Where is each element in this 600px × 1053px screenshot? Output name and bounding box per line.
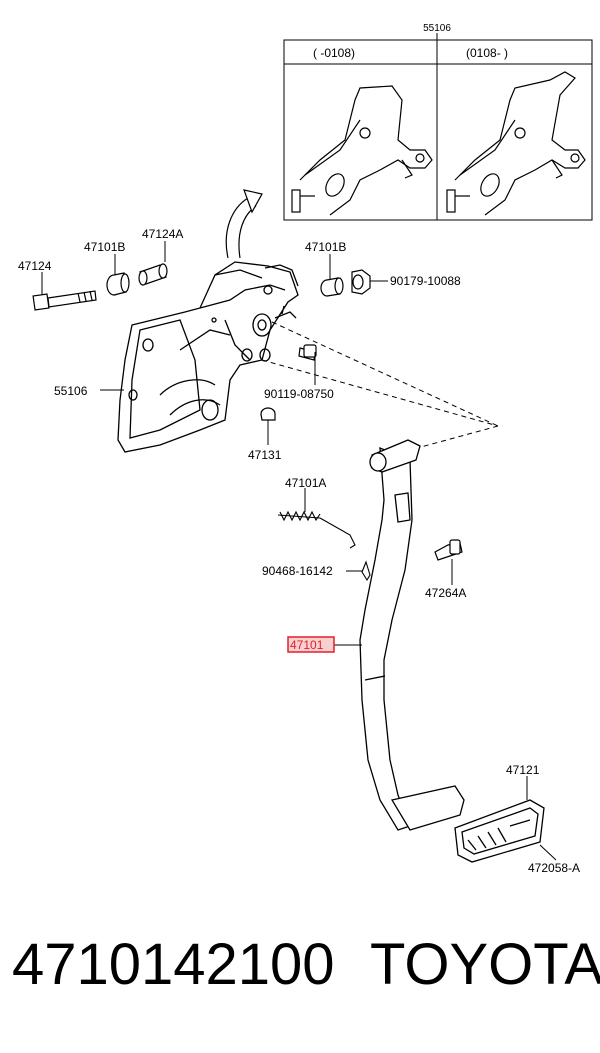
parts-diagram: 55106 ( -0108) (0108- ) xyxy=(18,23,593,875)
label-472058-a: 472058-A xyxy=(528,861,580,875)
inset-left-bracket-drawing xyxy=(291,85,433,216)
nut-90179-icon xyxy=(351,269,371,295)
label-90468-16142: 90468-16142 xyxy=(262,564,333,578)
collar-47124a-icon xyxy=(138,263,168,286)
pedal-arm-47101-drawing xyxy=(359,439,465,831)
bolt-47124-icon xyxy=(32,290,97,311)
bushing-47101b-right-icon xyxy=(320,277,344,297)
reference-arrow-icon xyxy=(225,189,263,259)
label-47131: 47131 xyxy=(248,448,282,462)
label-47124: 47124 xyxy=(18,259,52,273)
inset-part-label: 55106 xyxy=(423,23,451,34)
footer-brand: TOYOTA xyxy=(370,932,600,997)
spring-47101a-icon xyxy=(277,510,356,549)
assembly-dashed-lines xyxy=(261,321,499,451)
pedal-pad-47121-icon xyxy=(454,799,545,863)
bolt-47264a-icon xyxy=(434,539,463,561)
inset-col-left: ( -0108) xyxy=(313,46,355,60)
label-47101b-right: 47101B xyxy=(305,240,346,254)
label-47101b-left: 47101B xyxy=(84,240,125,254)
label-47124a: 47124A xyxy=(142,227,183,241)
stopper-47131-icon xyxy=(260,407,276,421)
label-47101a: 47101A xyxy=(285,476,326,490)
inset-col-right: (0108- ) xyxy=(466,46,508,60)
inset-panel xyxy=(283,33,593,221)
label-47264a: 47264A xyxy=(425,586,466,600)
pin-90468-icon xyxy=(361,560,371,582)
bolt-90119-icon xyxy=(298,344,317,361)
label-90119-08750: 90119-08750 xyxy=(264,387,334,401)
inset-right-bracket-drawing xyxy=(446,71,586,216)
bushing-47101b-left-icon xyxy=(106,272,130,296)
footer-part-number: 4710142100 xyxy=(12,932,335,997)
label-55106: 55106 xyxy=(54,384,88,398)
label-90179-10088: 90179-10088 xyxy=(390,274,461,288)
footer: 4710142100 TOYOTA xyxy=(0,905,600,1025)
label-47121: 47121 xyxy=(506,763,540,777)
label-47101-highlighted[interactable]: 47101 xyxy=(290,638,324,652)
leader-lines xyxy=(41,241,557,861)
bracket-55106-drawing xyxy=(117,261,299,453)
highlight-box-47101 xyxy=(287,636,335,653)
